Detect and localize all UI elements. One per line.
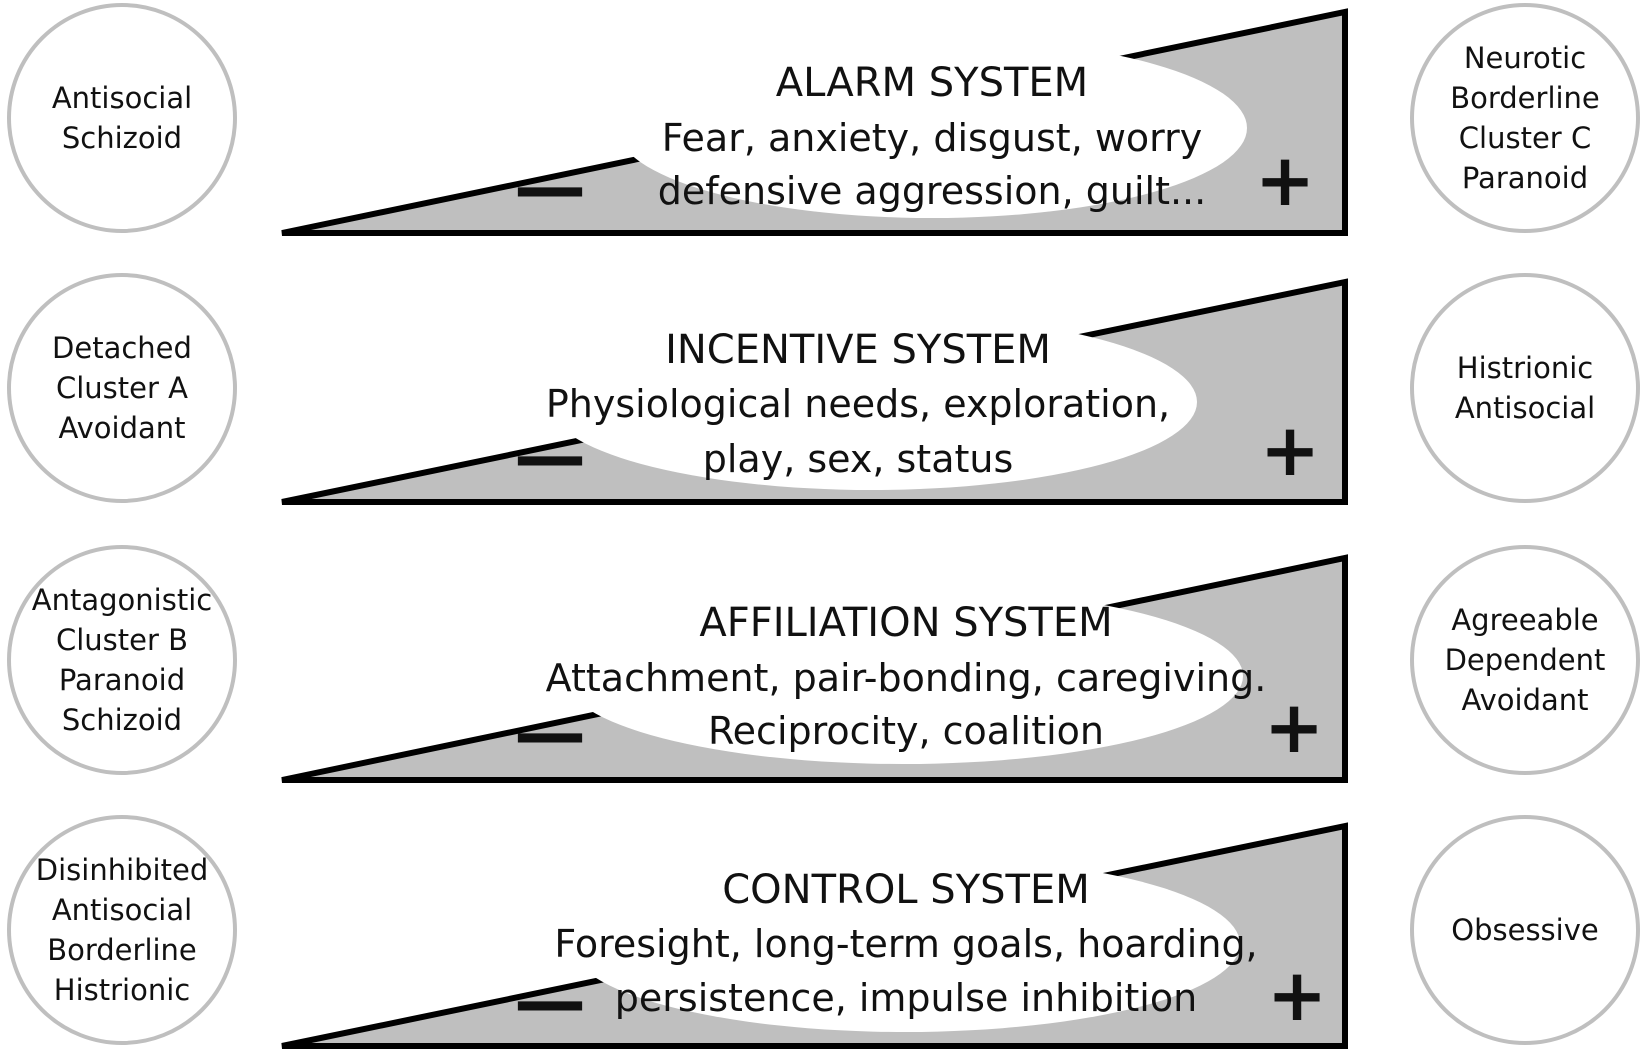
description-bubble (570, 856, 1240, 1032)
description-bubble (547, 314, 1197, 490)
system-description-line: Foresight, long-term goals, hoarding, (554, 922, 1257, 966)
high-sign: + (1264, 685, 1324, 769)
high-sign: + (1267, 953, 1327, 1037)
system-row-4: CONTROL SYSTEM Foresight, long-term goals… (7, 815, 1640, 1049)
low-sign: — (514, 691, 586, 775)
system-title: CONTROL SYSTEM (722, 867, 1089, 913)
low-trait-label: Cluster B (56, 623, 188, 657)
system-description-line: Fear, anxiety, disgust, worry (662, 116, 1203, 160)
low-trait-label: Borderline (47, 933, 197, 967)
system-row-2: INCENTIVE SYSTEM Physiological needs, exp… (7, 273, 1640, 505)
system-title: ALARM SYSTEM (776, 60, 1088, 106)
low-trait-label: Antisocial (52, 893, 192, 927)
low-trait-label: Disinhibited (36, 853, 208, 887)
high-sign: + (1255, 138, 1315, 222)
high-trait-label: Agreeable (1451, 603, 1598, 637)
system-description-line: play, sex, status (703, 437, 1014, 481)
system-row-1: ALARM SYSTEM Fear, anxiety, disgust, worr… (7, 3, 1640, 236)
system-description-line: Reciprocity, coalition (708, 709, 1104, 753)
system-title: AFFILIATION SYSTEM (699, 600, 1112, 646)
high-trait-label: Paranoid (1462, 161, 1588, 195)
high-trait-label: Avoidant (1461, 683, 1588, 717)
high-traits-circle: Obsessive (1410, 815, 1640, 1045)
low-sign: — (514, 414, 586, 498)
low-traits-circle: DisinhibitedAntisocialBorderlineHistrion… (7, 815, 237, 1045)
system-title: INCENTIVE SYSTEM (665, 327, 1051, 373)
high-trait-label: Histrionic (1457, 351, 1593, 385)
low-sign: — (514, 959, 586, 1043)
system-description-line: Physiological needs, exploration, (546, 382, 1170, 426)
low-trait-label: Paranoid (59, 663, 185, 697)
system-description-line: defensive aggression, guilt... (658, 169, 1206, 213)
high-trait-label: Obsessive (1451, 913, 1598, 947)
description-bubble (563, 588, 1243, 764)
high-sign: + (1260, 408, 1320, 492)
high-trait-label: Borderline (1450, 81, 1600, 115)
low-trait-label: Antisocial (52, 81, 192, 115)
low-trait-label: Antagonistic (32, 583, 212, 617)
high-trait-label: Cluster C (1459, 121, 1591, 155)
high-trait-label: Neurotic (1464, 41, 1586, 75)
high-trait-label: Antisocial (1455, 391, 1595, 425)
description-bubble (617, 38, 1247, 218)
low-trait-label: Histrionic (54, 973, 190, 1007)
high-trait-label: Dependent (1445, 643, 1606, 677)
low-trait-label: Detached (52, 331, 192, 365)
low-trait-label: Schizoid (62, 121, 182, 155)
low-trait-label: Avoidant (58, 411, 185, 445)
system-row-3: AFFILIATION SYSTEM Attachment, pair-bondi… (7, 545, 1640, 783)
system-description-line: Attachment, pair-bonding, caregiving. (546, 656, 1267, 700)
system-description-line: persistence, impulse inhibition (615, 976, 1197, 1020)
low-sign: — (514, 145, 586, 229)
low-trait-label: Cluster A (56, 371, 188, 405)
low-trait-label: Schizoid (62, 703, 182, 737)
